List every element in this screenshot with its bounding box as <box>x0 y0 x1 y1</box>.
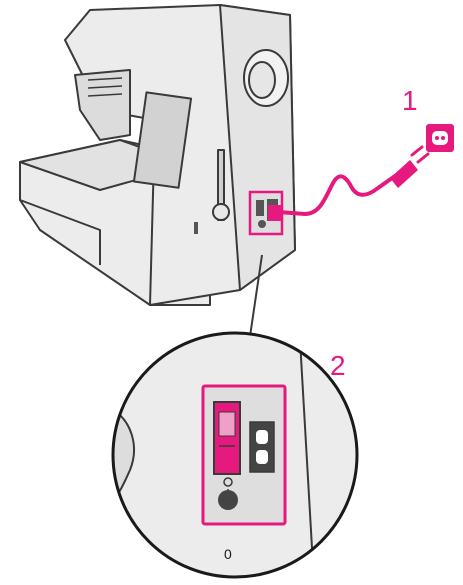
switch-off-label: 0 <box>224 546 232 562</box>
step-1-label: 1 <box>402 85 418 116</box>
step-2-label: 2 <box>330 350 346 381</box>
sewing-machine-icon <box>20 5 295 305</box>
light-switch-button <box>218 490 238 510</box>
socket-icon <box>250 422 274 472</box>
power-plug-icon <box>390 147 428 188</box>
magnifier-circle <box>113 333 357 585</box>
wall-socket-icon <box>426 124 454 152</box>
